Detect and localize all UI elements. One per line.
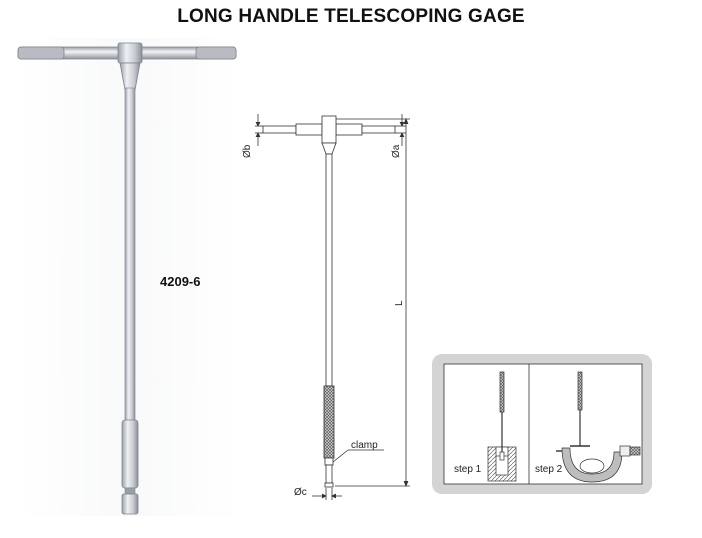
dim-label-length: L xyxy=(394,300,405,306)
dim-label-c: Øc xyxy=(294,487,307,498)
page-title: LONG HANDLE TELESCOPING GAGE xyxy=(177,6,525,27)
dimension-drawing xyxy=(255,114,410,500)
usage-steps-panel: step 1 step 2 xyxy=(432,354,652,494)
model-number: 4209-6 xyxy=(160,274,201,289)
dim-label-b: Øb xyxy=(242,144,253,158)
clamp-label: clamp xyxy=(351,440,378,451)
step2-illustration xyxy=(556,371,641,483)
gage-photo xyxy=(17,38,240,516)
dim-label-a: Øa xyxy=(391,144,402,158)
step1-illustration xyxy=(487,371,517,482)
step1-label: step 1 xyxy=(454,464,482,475)
step2-label: step 2 xyxy=(535,464,563,475)
